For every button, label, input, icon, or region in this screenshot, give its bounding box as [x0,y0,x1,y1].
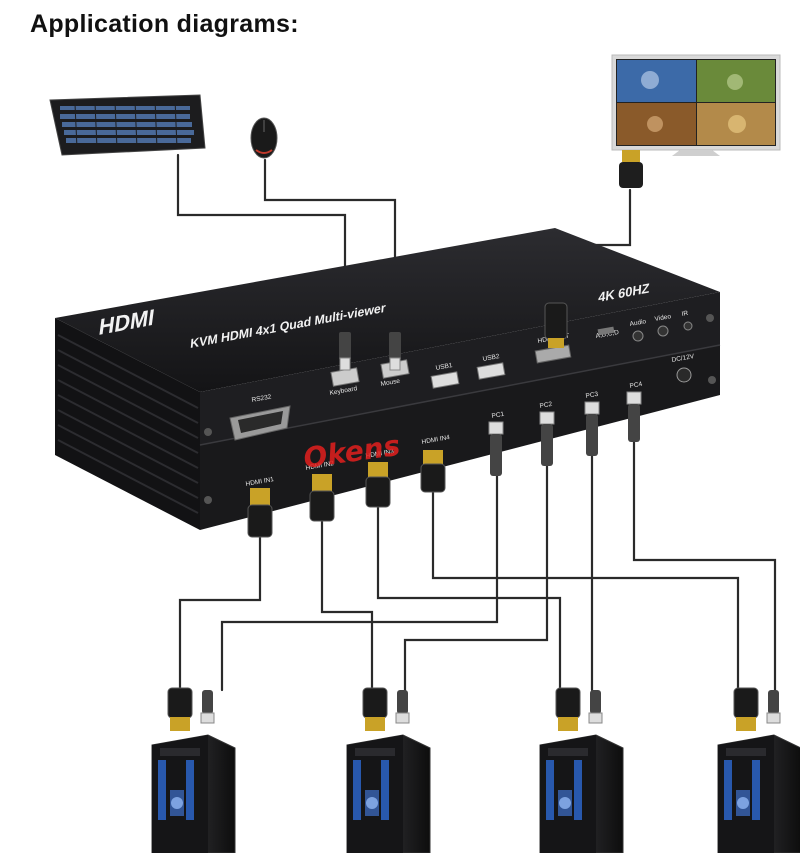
pc4-label: PC4 [629,381,643,390]
pc2-label: PC2 [539,401,553,410]
usb2-label: USB2 [482,353,500,363]
pc3-usb-plug [584,401,600,456]
usb-pc1-cable [220,473,499,692]
mouse-usb-plug [389,332,401,371]
monitor-device [611,54,781,156]
video-jack [657,325,669,337]
hdmi-in2-cable [320,518,374,690]
device-upper-panel [200,292,720,445]
computer-tower-3 [539,687,624,853]
pc1-usb-plug [200,690,215,724]
pc2-case [346,734,431,853]
pc1-usb-plug [488,421,504,476]
mouse-port-label: Mouse [380,378,401,388]
pc1-hdmi-plug [167,687,193,731]
mouse-device [250,117,278,159]
hdmi-in3-plug [365,462,391,508]
pc3-label: PC3 [585,391,599,400]
rs232-port: RS232 [229,394,291,441]
computer-tower-1 [151,687,236,853]
abcd-label: A,B,C,D [595,329,620,340]
device-side-fins [55,318,200,530]
usb1-port [430,371,460,389]
hdmi-in2-label: HDMI IN2 [305,460,335,472]
hdmi-in3-cable [376,503,562,690]
pc2-hdmi-plug [362,687,388,731]
computers [151,687,800,853]
page-title: Application diagrams: [30,10,299,38]
hdmi-plug-monitor [619,150,643,188]
hdmi-in1-label: HDMI IN1 [245,476,275,488]
keyboard-usb-plug [339,332,351,371]
dc-jack [676,367,692,383]
ir-label: IR [681,310,689,318]
device-top-face [55,228,720,392]
hdmi-in4-cable [431,490,740,690]
pc2-usb-plug [395,690,410,724]
hdmi-in1-cable [178,533,262,690]
device-plugs [247,302,642,538]
usb-pc2-cable [403,463,549,692]
pc1-label: PC1 [491,411,505,420]
pc4-usb-plug [766,690,781,724]
pc3-hdmi-plug [555,687,581,731]
usb-pc4-cable [632,438,777,692]
hdmi-out-port [534,344,572,364]
computer-tower-4 [717,687,800,853]
pc3-case [539,734,624,853]
keyboard-device [49,94,206,156]
computer-tower-2 [346,687,431,853]
hdmi-in4-label: HDMI IN4 [421,434,451,446]
usb2-port [476,362,506,380]
hdmi-in2-plug [309,474,335,522]
dc-label: DC/12V [671,353,695,364]
pc2-usb-plug [539,411,555,466]
pc4-hdmi-plug [733,687,759,731]
ir-jack [683,321,693,331]
audio-jack [632,330,644,342]
pc4-usb-plug [626,391,642,442]
hdmi-out-plug [544,302,568,348]
video-label: Video [654,313,672,323]
svg-text:RS232: RS232 [251,394,272,404]
pc4-case [717,734,800,853]
pc1-case [151,734,236,853]
audio-label: Audio [629,318,647,328]
hdmi-in3-label: HDMI IN3 [365,448,395,460]
pc3-usb-plug [588,690,603,724]
abcd-switch [597,326,615,336]
hdmi-in1-plug [247,488,273,538]
hdmi-in4-plug [420,450,446,493]
usb1-label: USB1 [435,362,453,372]
keyboard-port-label: Keyboard [329,385,358,397]
